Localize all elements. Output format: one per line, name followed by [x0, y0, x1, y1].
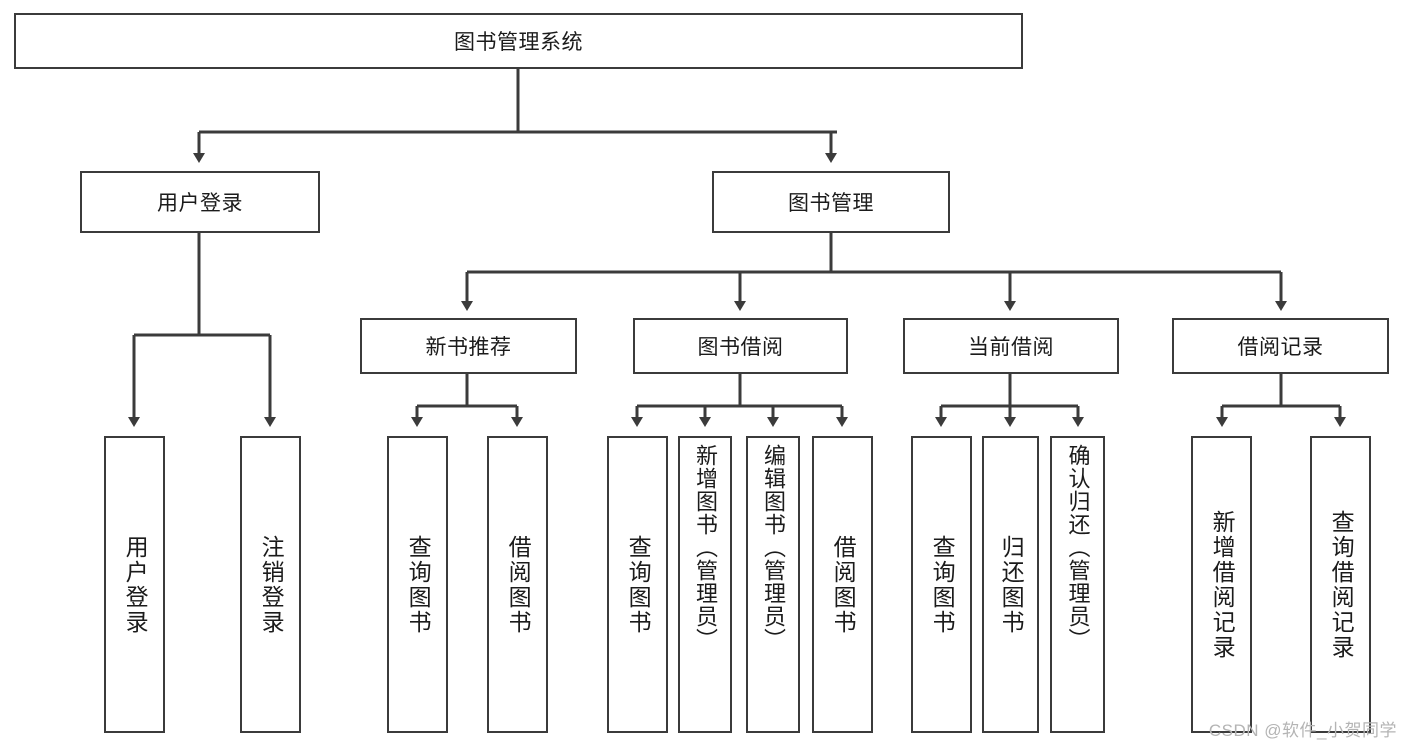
node-user-login[interactable]: 用户登录 [80, 171, 320, 233]
node-book-manage[interactable]: 图书管理 [712, 171, 950, 233]
leaf-user-login-1-label: 用户登录 [122, 534, 149, 635]
node-new-book-recommend[interactable]: 新书推荐 [360, 318, 577, 374]
leaf-borrow-record-2[interactable]: 查询借阅记录 [1310, 436, 1371, 733]
leaf-current-borrow-3-label: 确认归还（管理员） [1065, 444, 1091, 651]
leaf-book-borrow-3[interactable]: 编辑图书（管理员） [746, 436, 800, 733]
node-current-borrow-label: 当前借阅 [968, 336, 1054, 359]
leaf-current-borrow-2[interactable]: 归还图书 [982, 436, 1039, 733]
leaf-book-borrow-4-label: 借阅图书 [830, 534, 857, 635]
leaf-book-borrow-4[interactable]: 借阅图书 [812, 436, 873, 733]
leaf-borrow-record-1[interactable]: 新增借阅记录 [1191, 436, 1252, 733]
node-book-manage-label: 图书管理 [788, 192, 874, 215]
leaf-book-borrow-1[interactable]: 查询图书 [607, 436, 668, 733]
leaf-book-borrow-1-label: 查询图书 [625, 534, 652, 635]
leaf-user-login-2-label: 注销登录 [258, 534, 285, 635]
leaf-user-login-2[interactable]: 注销登录 [240, 436, 301, 733]
leaf-book-borrow-2-label: 新增图书（管理员） [692, 444, 718, 651]
leaf-new-book-1-label: 查询图书 [405, 534, 432, 635]
leaf-book-borrow-3-label: 编辑图书（管理员） [760, 444, 786, 651]
node-current-borrow[interactable]: 当前借阅 [903, 318, 1119, 374]
leaf-user-login-1[interactable]: 用户登录 [104, 436, 165, 733]
leaf-current-borrow-1-label: 查询图书 [929, 534, 956, 635]
leaf-borrow-record-1-label: 新增借阅记录 [1209, 509, 1236, 660]
node-new-book-recommend-label: 新书推荐 [425, 336, 512, 359]
node-book-borrow[interactable]: 图书借阅 [633, 318, 848, 374]
leaf-current-borrow-3[interactable]: 确认归还（管理员） [1050, 436, 1105, 733]
leaf-new-book-2[interactable]: 借阅图书 [487, 436, 548, 733]
node-root-label: 图书管理系统 [454, 31, 583, 54]
watermark: CSDN @软件_小贺同学 [1208, 721, 1397, 740]
node-root[interactable]: 图书管理系统 [14, 13, 1023, 69]
leaf-current-borrow-1[interactable]: 查询图书 [911, 436, 972, 733]
leaf-borrow-record-2-label: 查询借阅记录 [1328, 509, 1355, 660]
node-borrow-record-label: 借阅记录 [1237, 336, 1324, 359]
leaf-new-book-2-label: 借阅图书 [505, 534, 532, 635]
leaf-new-book-1[interactable]: 查询图书 [387, 436, 448, 733]
node-book-borrow-label: 图书借阅 [697, 336, 784, 359]
leaf-current-borrow-2-label: 归还图书 [998, 534, 1025, 635]
leaf-book-borrow-2[interactable]: 新增图书（管理员） [678, 436, 732, 733]
node-borrow-record[interactable]: 借阅记录 [1172, 318, 1389, 374]
node-user-login-label: 用户登录 [157, 192, 243, 215]
